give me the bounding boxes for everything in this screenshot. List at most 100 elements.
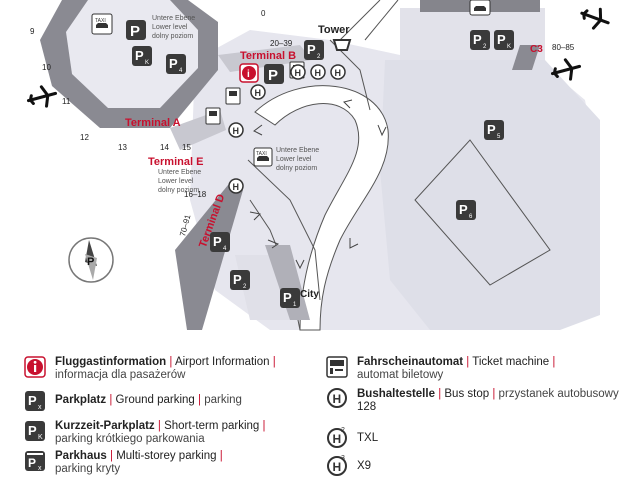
- gate-9: 9: [30, 27, 35, 36]
- legend-txl-h: H: [333, 432, 342, 446]
- parking-pk-terminal-a: P K: [132, 46, 152, 66]
- short-term-parking-icon: P K: [25, 421, 45, 441]
- parking-p-east-1: P 2: [470, 30, 490, 50]
- bus-letter: H: [233, 126, 240, 136]
- legend-ticket-main: Fahrscheinautomat: [357, 356, 464, 368]
- ticket-machine-icon: [326, 356, 348, 378]
- city-label: City: [300, 289, 319, 300]
- legend-short-main: Kurzzeit-Parkplatz: [55, 420, 155, 432]
- legend-info-main: Fluggastinformation: [55, 356, 167, 368]
- legend-x9-label: X9: [357, 460, 372, 472]
- p-sub: K: [145, 60, 149, 66]
- p-sub: K: [507, 44, 511, 50]
- p-sub: 1: [293, 302, 297, 308]
- p-letter: P: [459, 202, 468, 217]
- legend-bus-pl: przystanek autobusowy: [498, 388, 619, 400]
- legend-bus-h: H: [333, 392, 342, 406]
- lower-level-e-pl: dolny poziom: [158, 187, 199, 194]
- bus-letter: H: [255, 88, 262, 98]
- p-letter: P: [213, 234, 222, 249]
- compass-north-label: P: [87, 256, 94, 268]
- parking-p-terminal-a: P: [126, 20, 146, 40]
- legend-multi-p: P: [28, 456, 36, 470]
- bus-letter: H: [295, 68, 302, 78]
- lower-level-note-e: Untere Ebene Lower level dolny poziom: [158, 169, 201, 194]
- lower-level-note-a: Untere Ebene Lower level dolny poziom: [152, 15, 195, 40]
- parking-p6: P 6: [456, 200, 476, 220]
- legend-multistorey: P x Parkhaus | Multi-storey parking | pa…: [24, 450, 324, 476]
- legend-ticket: Fahrscheinautomat | Ticket machine | aut…: [326, 356, 626, 382]
- parking-pk-east: P K: [494, 30, 514, 50]
- info-icon: [24, 356, 46, 378]
- airplane-icon-west: [26, 85, 58, 108]
- legend-short-term: P K Kurzzeit-Parkplatz | Short-term park…: [24, 420, 324, 446]
- legend-info-pl: informacja dla pasażerów: [55, 369, 186, 381]
- lower-level-a-de: Untere Ebene: [152, 15, 195, 22]
- legend-multi-en: Multi-storey parking: [116, 450, 217, 462]
- legend-short-pl: parking krótkiego parkowania: [55, 433, 205, 445]
- legend-bus-en: Bus stop: [444, 388, 490, 400]
- bus-letter: H: [315, 68, 322, 78]
- bus-letter: H: [335, 68, 342, 78]
- p-letter: P: [130, 23, 140, 40]
- legend-bus-line: 128: [357, 401, 377, 413]
- bus-stop-icon: H: [327, 388, 347, 408]
- lower-level-e-en: Lower level: [158, 178, 194, 185]
- legend-x9: H 3 X9: [326, 454, 626, 476]
- taxi-label-b: TAXI: [256, 151, 267, 157]
- legend-short-en: Short-term parking: [164, 420, 260, 432]
- ticket-machine-icon-1: [225, 87, 241, 105]
- terminal-e-label: Terminal E: [148, 156, 203, 168]
- legend-parking-p: P: [28, 393, 37, 408]
- p-letter: P: [283, 290, 292, 305]
- gate-12: 12: [80, 133, 89, 142]
- legend-short-p: P: [28, 423, 37, 438]
- terminal-b-label: Terminal B: [240, 50, 296, 62]
- airport-map: P Tower Terminal A Terminal B C3 Termina…: [26, 0, 610, 331]
- lower-level-note-b: Untere Ebene Lower level dolny poziom: [276, 147, 319, 172]
- legend-short-sub: K: [38, 434, 43, 441]
- parking-p4-terminal-a: P 4: [166, 54, 186, 74]
- legend-parking: P x Parkplatz | Ground parking | parking: [24, 390, 324, 412]
- bus-stop-txl-icon: H 2: [327, 427, 347, 448]
- tower-road: [339, 0, 399, 41]
- p-letter: P: [497, 32, 506, 47]
- legend-parking-en: Ground parking: [115, 394, 195, 406]
- p-sub: 5: [497, 134, 501, 140]
- direction-arrows: [249, 99, 387, 270]
- p-sub: 2: [243, 284, 247, 290]
- legend-bus: H Bushaltestelle | Bus stop | przystanek…: [326, 386, 626, 414]
- terminal-d-building: [175, 185, 243, 330]
- legend-info: Fluggastinformation | Airport Informatio…: [24, 356, 324, 382]
- legend-parking-main: Parkplatz: [55, 394, 107, 406]
- legend-x9-h: H: [333, 460, 342, 474]
- ticket-machine-icon-2: [205, 107, 221, 125]
- multistorey-parking-icon: P x: [25, 451, 45, 472]
- taxi-icon-c: [469, 0, 491, 16]
- gate-0: 0: [261, 9, 266, 18]
- bus-letter: H: [233, 182, 240, 192]
- parking-p-terminal-b: P: [264, 64, 284, 84]
- parking-pi-city: P 1: [280, 288, 300, 308]
- bus-stop-icon-4: H: [330, 64, 346, 80]
- legend-txl-sub: 2: [341, 427, 345, 434]
- gate-11: 11: [62, 97, 71, 106]
- p-letter: P: [473, 32, 482, 47]
- east-parking-area: [380, 60, 600, 330]
- gate-15: 15: [182, 143, 191, 152]
- legend-bus-main: Bushaltestelle: [357, 388, 435, 400]
- gate-14: 14: [160, 143, 169, 152]
- bus-stop-icon-3: H: [310, 64, 326, 80]
- p-sub: 2: [317, 54, 321, 60]
- bus-stop-icon-1: H: [250, 84, 266, 100]
- p-letter: P: [307, 42, 316, 57]
- legend-parking-pl: parking: [204, 394, 242, 406]
- gate-range-b: 20–39: [270, 39, 293, 48]
- legend-parking-sub: x: [38, 404, 42, 411]
- bus-stop-icon-2: H: [290, 64, 306, 80]
- p6-lot: [414, 139, 551, 286]
- taxi-label-a: TAXI: [95, 18, 106, 24]
- bus-stop-icon-6: H: [228, 178, 244, 194]
- p-letter: P: [169, 56, 178, 71]
- parking-p5: P 5: [484, 120, 504, 140]
